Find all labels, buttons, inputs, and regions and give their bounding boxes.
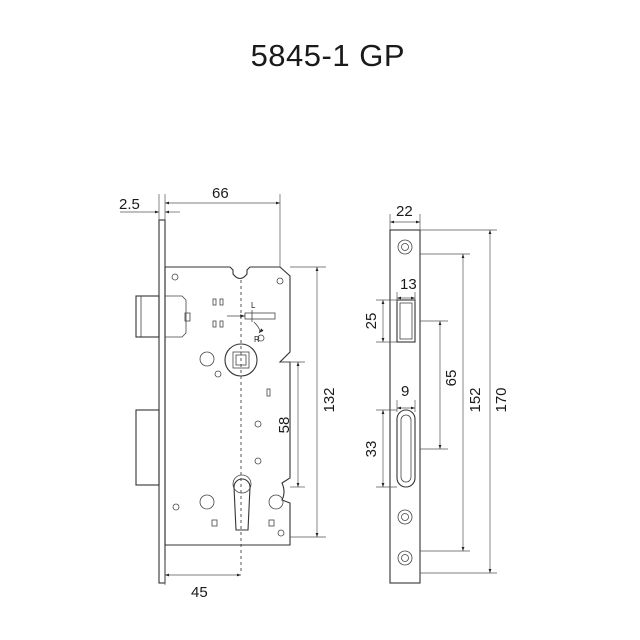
dim-case-depth: 66 — [212, 185, 229, 202]
dim-faceplate-thickness: 2.5 — [119, 196, 140, 213]
dim-faceplate-length: 170 — [493, 387, 510, 412]
faceplate-side — [158, 219, 166, 584]
faceplate-front — [389, 229, 421, 584]
deadbolt-side — [135, 409, 160, 486]
case-screws — [171, 273, 285, 537]
dim-latch-offset: 65 — [443, 370, 460, 387]
lock-case-body — [164, 266, 291, 546]
dim-latch-width: 13 — [400, 276, 417, 293]
dim-backset: 45 — [191, 584, 208, 601]
dim-bolt-height: 33 — [363, 441, 380, 458]
dim-screw-spacing: 152 — [467, 387, 484, 412]
bolt-slot — [396, 409, 416, 488]
dim-bolt-width: 9 — [401, 383, 409, 400]
cylinder-hole — [199, 474, 284, 531]
latch-side — [135, 295, 160, 338]
direction-switch — [244, 312, 276, 320]
faceplate-screws — [397, 239, 413, 566]
dim-handle-spacing: 58 — [276, 417, 293, 434]
side-view: L R — [119, 185, 338, 601]
latch-front — [396, 299, 416, 343]
left-label: L — [251, 301, 256, 310]
front-view: 22 13 25 9 33 65 152 170 — [363, 203, 510, 584]
right-label: R — [254, 335, 260, 344]
dim-case-height: 132 — [321, 387, 338, 412]
dim-latch-height: 25 — [363, 313, 380, 330]
product-title: 5845-1 GP — [250, 38, 405, 73]
dim-faceplate-width: 22 — [396, 203, 413, 220]
